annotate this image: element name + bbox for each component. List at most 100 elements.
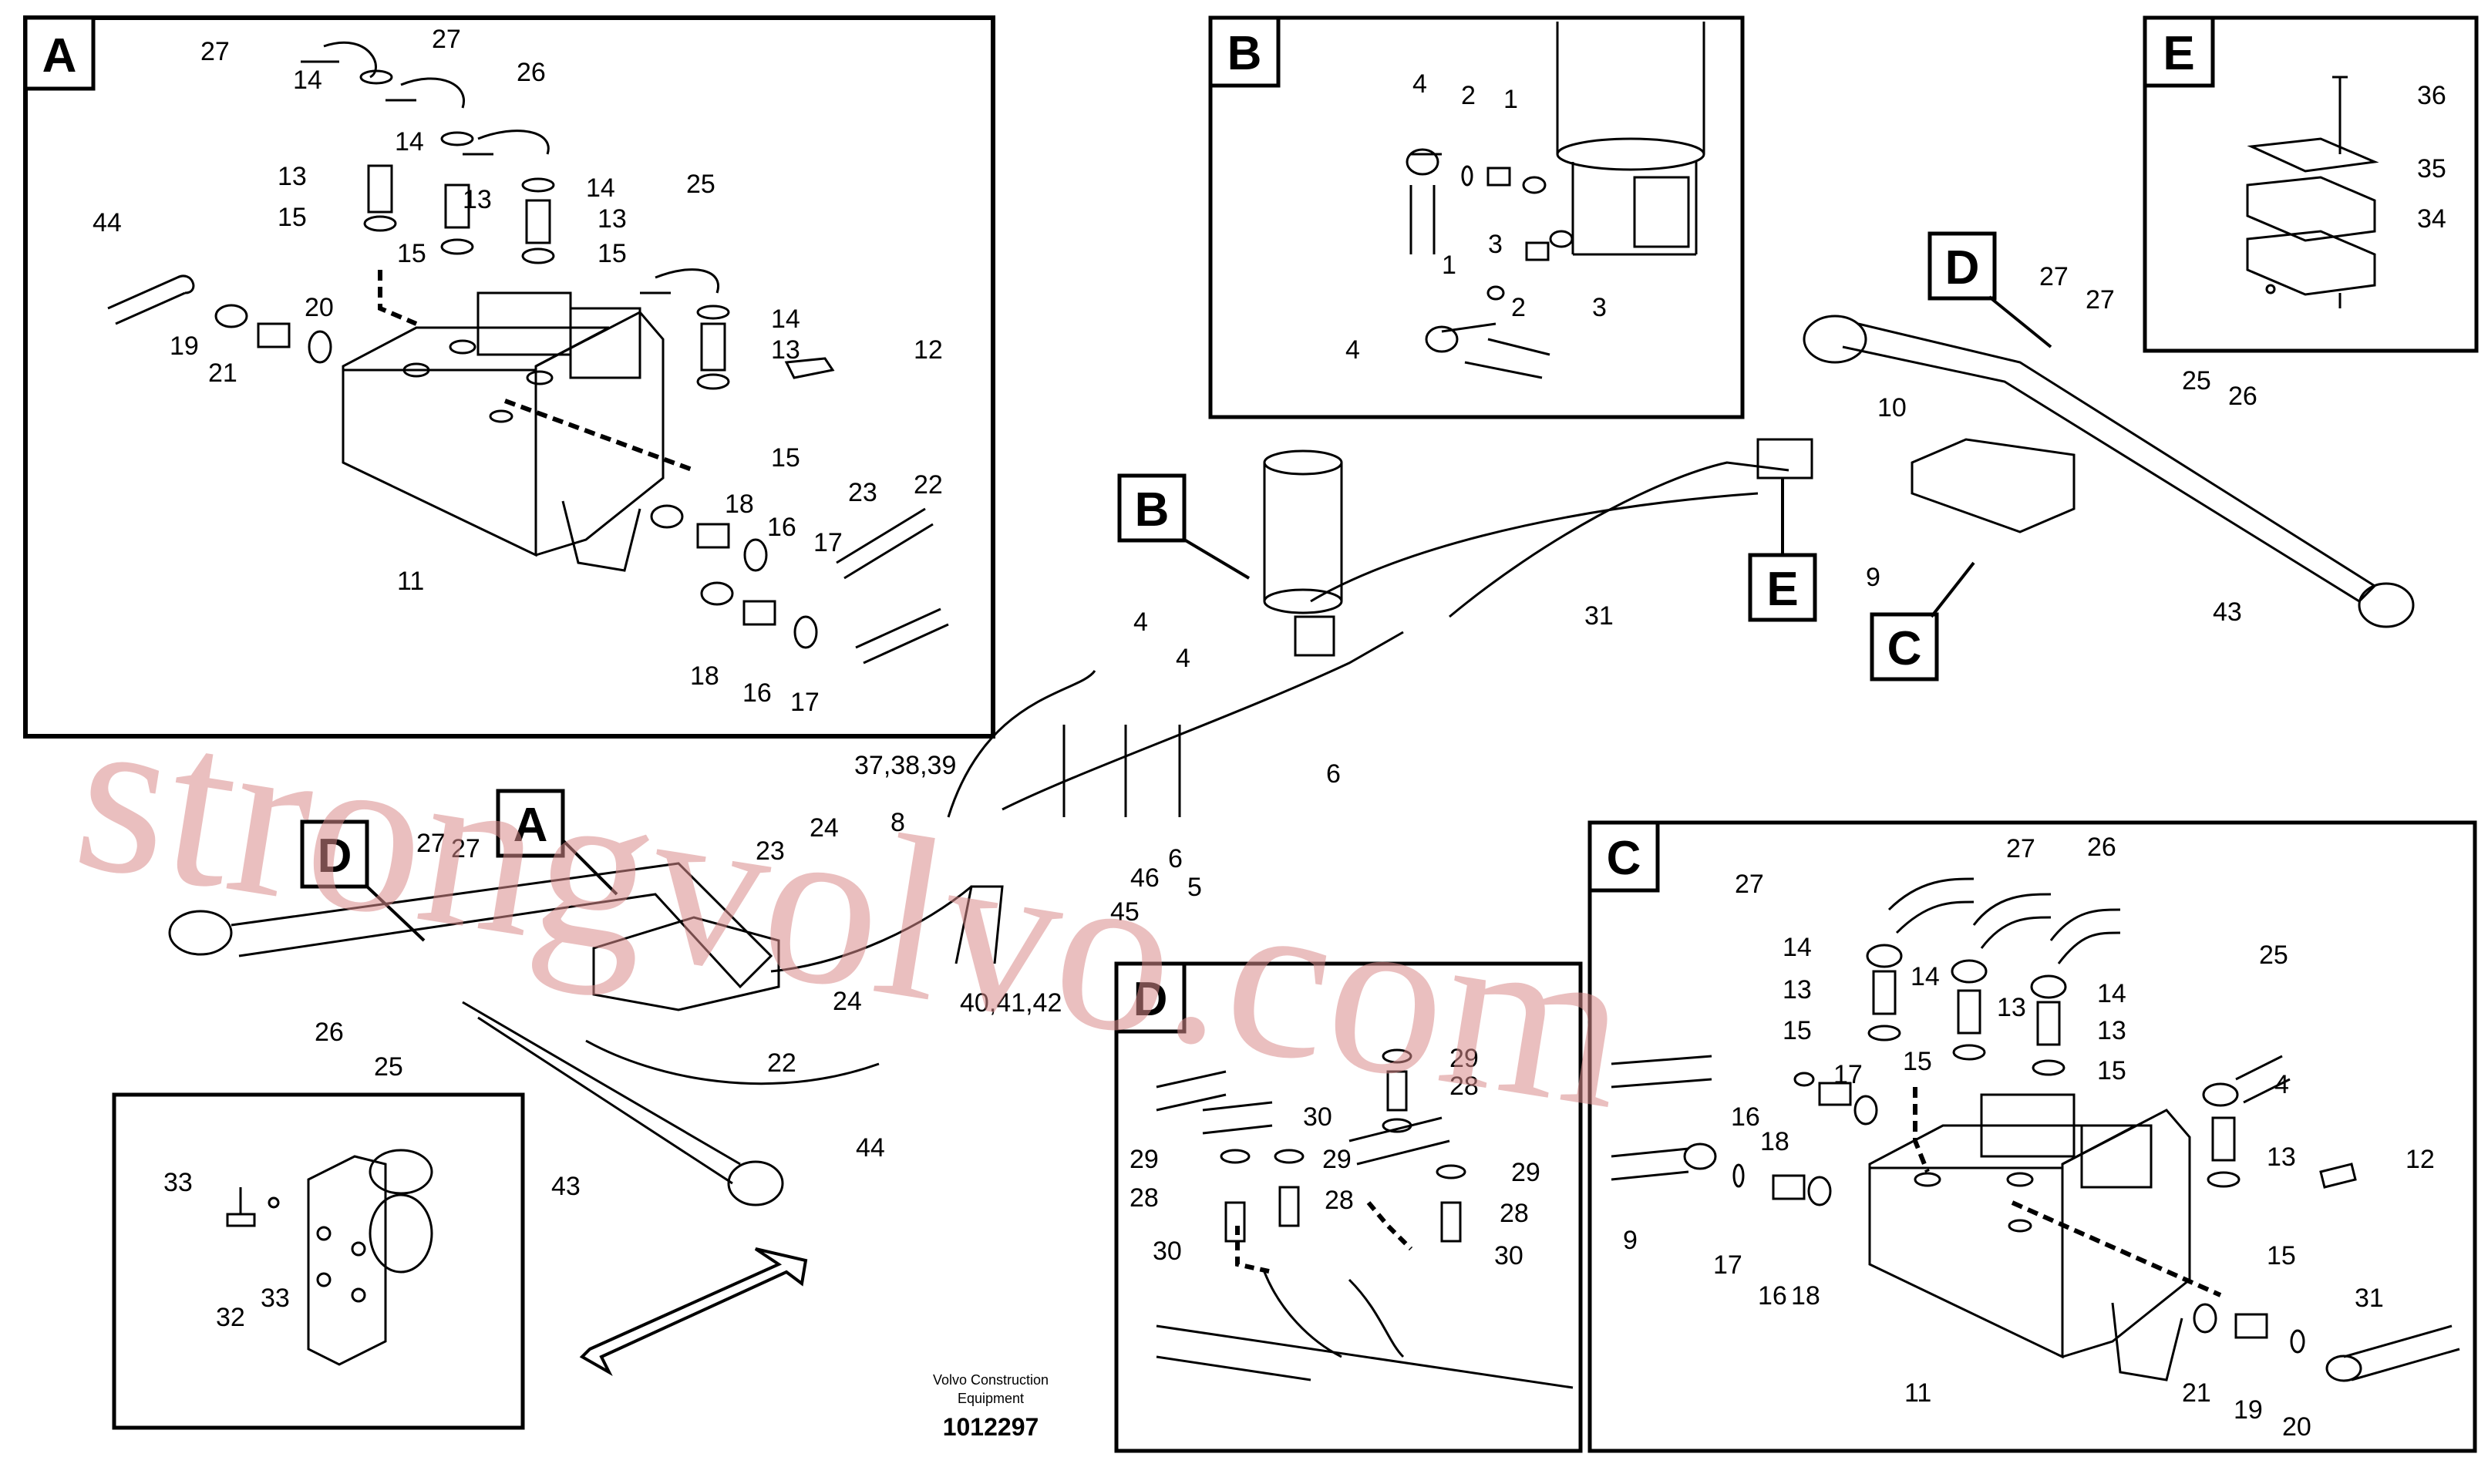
label: 27 [2039, 262, 2069, 291]
label: 4 [1133, 607, 1148, 637]
label: 19 [2234, 1395, 2263, 1425]
label: 1 [1442, 251, 1456, 280]
footer: Volvo Construction Equipment 1012297 [933, 1372, 1049, 1441]
label: 33 [261, 1284, 290, 1313]
label: 28 [1325, 1186, 1354, 1215]
label: 43 [551, 1172, 581, 1201]
label: 18 [725, 490, 754, 519]
callout-e: E [1748, 478, 1817, 622]
panel-c-frame [1587, 820, 2477, 1453]
label: 14 [395, 127, 424, 156]
label: 29 [1511, 1158, 1540, 1187]
label: 18 [690, 661, 719, 691]
label: 14 [293, 66, 322, 95]
label: 19 [170, 331, 199, 361]
label: 28 [1449, 1072, 1479, 1101]
label: 9 [1866, 563, 1880, 592]
label: 4 [1412, 69, 1427, 99]
label: 21 [208, 358, 237, 388]
panel-c-letter: C [1607, 832, 1641, 885]
panel-d-labels: 29 28 30 29 29 29 28 28 28 30 30 [1130, 1044, 1540, 1270]
callout-d-left: D [300, 819, 426, 942]
callout-d-right-letter: D [1945, 241, 1980, 294]
label: 3 [1488, 230, 1503, 259]
label: 13 [463, 185, 492, 214]
label: 16 [1731, 1102, 1760, 1132]
label: 16 [767, 513, 796, 542]
label: 44 [856, 1133, 885, 1163]
panel-e-letter: E [2163, 27, 2194, 80]
label: 28 [1130, 1183, 1159, 1213]
label: 30 [1153, 1237, 1182, 1266]
label: 17 [1713, 1250, 1742, 1280]
label: 23 [848, 478, 877, 507]
overview-labels: 31 10 27 27 25 26 9 43 4 4 6 37,38,39 8 … [315, 262, 2257, 1201]
label: 35 [2417, 154, 2446, 183]
label: 26 [315, 1018, 344, 1047]
label: 22 [767, 1048, 796, 1078]
label: 1 [1503, 85, 1518, 114]
label: 34 [2417, 204, 2446, 234]
label: 27 [451, 834, 480, 863]
label: 27 [200, 37, 230, 66]
panel-b-letter-box [1208, 15, 1281, 88]
label: 4 [1345, 335, 1360, 365]
callout-a: A [496, 789, 618, 896]
label: 25 [2182, 366, 2211, 395]
direction-arrow [579, 1247, 808, 1377]
label: 27 [2086, 285, 2115, 315]
detail-frame [112, 1092, 525, 1430]
label: 17 [1833, 1060, 1863, 1089]
fittings-d [1156, 1048, 1574, 1389]
label: 18 [1760, 1127, 1789, 1156]
label: 15 [2097, 1056, 2126, 1085]
label: 6 [1326, 759, 1341, 789]
dashed-guides-c [1913, 1087, 2222, 1297]
panel-e-labels: 36 35 34 [2417, 81, 2446, 234]
label: 43 [2213, 597, 2242, 627]
label: 25 [686, 170, 715, 199]
label: 14 [1911, 962, 1940, 991]
fittings-a [107, 41, 949, 665]
label: 5 [1187, 873, 1202, 902]
label: 6 [1168, 844, 1183, 873]
label: 40,41,42 [960, 988, 1062, 1018]
label: 27 [1735, 870, 1764, 899]
detail-manifold: 33 32 33 [112, 1092, 525, 1430]
label: 30 [1303, 1102, 1332, 1132]
panel-c: C [1587, 820, 2477, 1453]
label: 29 [1130, 1145, 1159, 1174]
swivel-b [1406, 22, 1705, 379]
label: 17 [790, 688, 820, 717]
label: 14 [2097, 979, 2126, 1008]
label: 16 [1758, 1281, 1787, 1311]
dashed-guides-a [378, 270, 695, 473]
label: 4 [1176, 644, 1190, 673]
label: 20 [2282, 1412, 2311, 1442]
valve-block-c [1868, 1093, 2191, 1381]
label: 31 [2355, 1284, 2384, 1313]
label: 18 [1791, 1281, 1820, 1311]
label: 46 [1130, 863, 1160, 893]
label: 15 [2267, 1241, 2296, 1270]
label: 13 [598, 204, 627, 234]
detail-labels: 33 32 33 [163, 1168, 290, 1332]
label: 12 [2406, 1145, 2435, 1174]
callout-b: B [1117, 473, 1251, 580]
label: 13 [2267, 1142, 2296, 1172]
callout-e-letter: E [1766, 563, 1798, 616]
panel-e: E 36 35 34 [2143, 15, 2479, 353]
label: 22 [914, 470, 943, 500]
panel-c-labels: 27 27 26 14 14 14 13 13 13 25 15 15 15 1… [1623, 833, 2435, 1442]
label: 3 [1592, 293, 1607, 322]
fittings-c [1611, 877, 2460, 1382]
label: 2 [1461, 81, 1476, 110]
label: 10 [1877, 393, 1907, 422]
panel-d-letter-box [1114, 961, 1187, 1034]
label: 14 [586, 173, 615, 203]
panel-e-frame [2143, 15, 2479, 353]
callout-a-letter: A [513, 799, 548, 852]
label: 37,38,39 [854, 751, 956, 780]
